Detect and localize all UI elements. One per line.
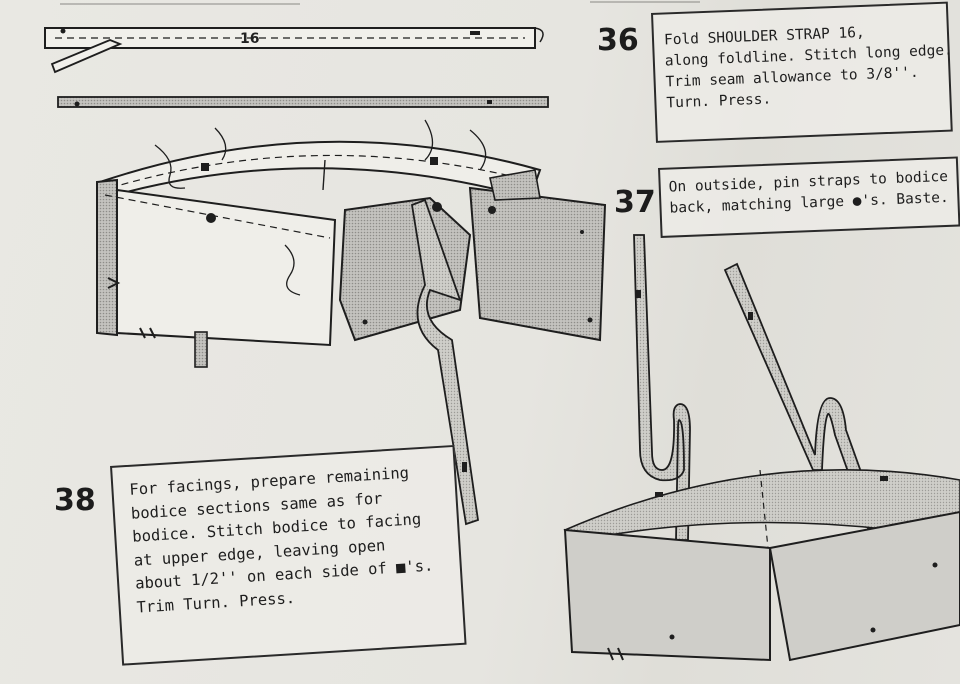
straps-pinned-diagram [563,234,960,662]
top-remnant-lines [60,1,700,5]
step-36-number: 36 [597,23,639,58]
step-37-number: 37 [614,185,656,220]
step-38-instructions: For facings, prepare remaining bodice se… [110,444,467,666]
step-37-instructions: On outside, pin straps to bodice back, m… [658,156,960,238]
bodice-facing-diagram [96,119,607,526]
step-38-number: 38 [54,483,96,518]
strap-16-diagram [44,27,549,108]
step-36-instructions: Fold SHOULDER STRAP 16, along foldline. … [651,1,953,143]
strap-piece-number: 16 [240,31,260,47]
